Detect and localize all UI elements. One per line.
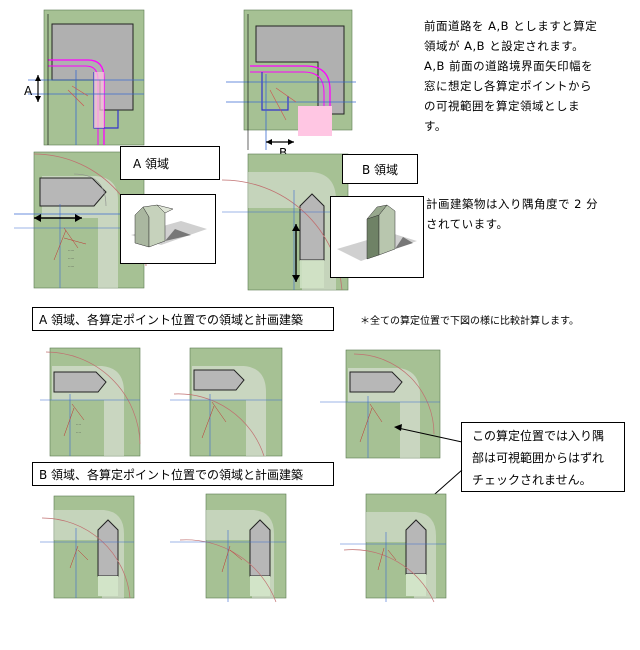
b-area-3d-view-frame (330, 196, 424, 278)
a-area-label: A 領域 (133, 156, 170, 171)
a-point-diagram-2 (170, 347, 283, 457)
section-a-label-box: A 領域、各算定ポイント位置での領域と計画建築 (32, 307, 334, 331)
callout-box: この算定位置では入り隅 部は可視範囲からはずれ チェックされません。 (461, 422, 625, 492)
building-paragraph: 計画建築物は入り隅角度で 2 分 されています。 (426, 194, 598, 234)
b-point-diagram-1 (40, 495, 135, 599)
callout-line: この算定位置では入り隅 (472, 429, 605, 443)
section-b-label-box: B 領域、各算定ポイント位置での領域と計画建築 (32, 462, 334, 486)
svg-text:·····: ····· (68, 264, 74, 269)
label-b-tag: B (279, 146, 288, 160)
label-a-tag: A (24, 84, 33, 98)
intro-line: 窓に想定し各算定ポイントから (424, 79, 592, 93)
b-area-3d-view (337, 204, 417, 261)
a-area-3d-view-frame (120, 194, 216, 264)
a-area-plan-diagram: ····· ····· ····· (14, 151, 147, 289)
building-line: されています。 (426, 217, 509, 231)
callout-line: チェックされません。 (472, 473, 592, 487)
building-line: 計画建築物は入り隅角度で 2 分 (426, 197, 599, 211)
svg-text:·····: ····· (68, 256, 74, 261)
a-point-diagram-3 (320, 349, 441, 459)
intro-line: 領域が A,B と設定されます。 (424, 39, 585, 53)
b-area-label: B 領域 (361, 162, 399, 177)
callout-line: 部は可視範囲からはずれ (472, 451, 605, 465)
intro-line: す。 (424, 119, 447, 133)
b-area-label-box: B 領域 (342, 154, 418, 184)
section-b-label: B 領域、各算定ポイント位置での領域と計画建築 (39, 467, 304, 482)
b-point-diagram-3 (340, 493, 447, 603)
top-mid-plan-diagram (226, 9, 356, 150)
intro-line: 前面道路を A,B としますと算定 (424, 19, 598, 33)
a-point-diagram-1: ···· ···· (40, 347, 141, 457)
svg-text:····: ···· (76, 422, 81, 427)
svg-text:····: ···· (76, 430, 81, 435)
section-a-label: A 領域、各算定ポイント位置での領域と計画建築 (39, 312, 304, 327)
a-area-3d-view (131, 204, 207, 248)
intro-line: A,B 前面の道路境界面矢印幅を (424, 59, 594, 73)
intro-paragraph: 前面道路を A,B としますと算定 領域が A,B と設定されます。 A,B 前… (424, 16, 597, 136)
intro-line: の可視範囲を算定領域としま (424, 99, 580, 113)
b-point-diagram-2 (170, 493, 287, 603)
svg-text:·····: ····· (68, 248, 74, 253)
top-left-plan-diagram (28, 9, 145, 146)
footnote: ＊全ての算定位置で下図の様に比較計算します。 (360, 316, 579, 327)
a-area-label-box: A 領域 (120, 146, 220, 180)
